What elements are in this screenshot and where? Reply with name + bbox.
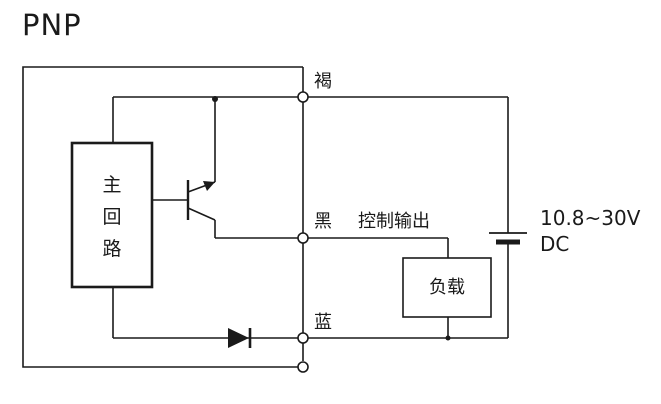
- blue-terminal-label: 蓝: [314, 312, 332, 333]
- emitter-arrow: [203, 181, 215, 191]
- diagram-title: PNP: [22, 8, 82, 42]
- main-circuit-char-1: 主: [102, 174, 122, 196]
- junction-dot-top: [212, 96, 218, 102]
- brown-terminal: [297, 91, 309, 103]
- housing-terminal: [297, 361, 309, 373]
- supply-type-label: DC: [540, 232, 570, 256]
- main-circuit-block: [70, 141, 154, 289]
- supply-voltage-label: 10.8~30V: [540, 206, 641, 230]
- sensor-housing-outline: [22, 66, 303, 368]
- main-circuit-char-2: 回: [102, 206, 122, 228]
- diode: [228, 328, 252, 348]
- brown-terminal-label: 褐: [314, 71, 332, 92]
- control-output-label: 控制输出: [358, 211, 430, 232]
- black-terminal-label: 黑: [314, 211, 332, 232]
- load-block: [402, 257, 492, 318]
- main-circuit-char-3: 路: [102, 238, 122, 260]
- collector-diagonal: [187, 207, 216, 221]
- blue-terminal: [297, 332, 309, 344]
- load-label: 负载: [429, 277, 465, 298]
- black-terminal: [297, 232, 309, 244]
- junction-dot-bottom: [445, 335, 451, 341]
